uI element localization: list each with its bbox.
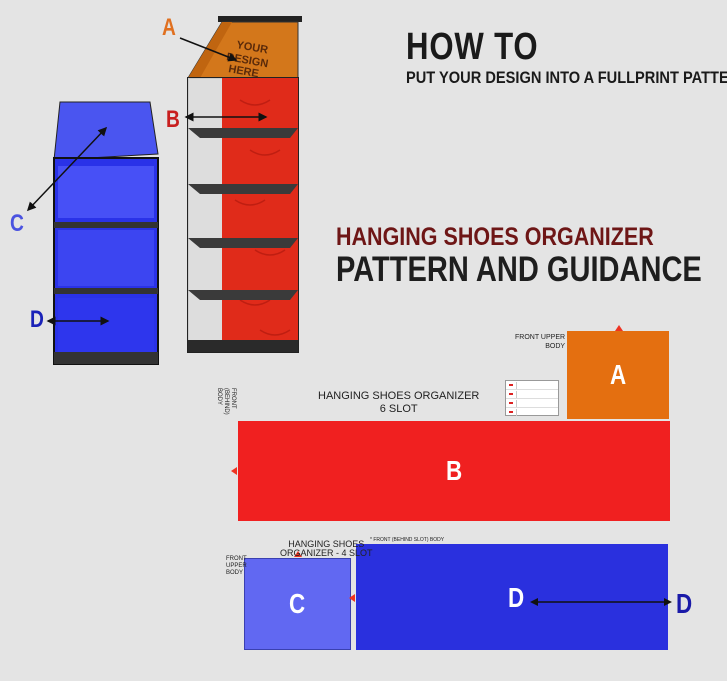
notch-marker: [231, 467, 237, 475]
piece-d-label: D: [508, 582, 525, 613]
notch-marker: [349, 594, 355, 602]
note-line: UPPER: [226, 563, 247, 569]
svg-text:HERE: HERE: [227, 63, 259, 80]
guidance-title: PATTERN AND GUIDANCE: [336, 250, 702, 289]
front-behind-body-note: FRONT (BEHIND) BODY: [215, 388, 236, 424]
pattern-piece-d: D: [356, 544, 668, 650]
how-to-heading: HOW TO: [406, 26, 539, 68]
arrow-d-pattern: [530, 598, 672, 606]
notch-marker: [294, 551, 302, 557]
back-panel-b: [222, 78, 298, 352]
label-b: B: [166, 106, 180, 133]
note-line: FRONT: [226, 556, 247, 562]
label-c: C: [10, 210, 24, 237]
note-line: FRONT UPPER: [515, 334, 566, 341]
product-title: HANGING SHOES ORGANIZER: [336, 223, 654, 251]
legend-row: [506, 408, 558, 416]
pattern-piece-a: A: [567, 331, 669, 419]
piece-c-label: C: [289, 588, 306, 619]
label-a: A: [162, 14, 176, 41]
note-line: BODY: [216, 388, 222, 406]
legend-row: [506, 399, 558, 408]
front-upper-body-note-c: FRONT UPPER BODY: [226, 556, 247, 577]
organizer-4-slot: [53, 101, 159, 365]
organizer-6-slot: YOUR DESIGN HERE: [187, 16, 302, 353]
legend-row: [506, 390, 558, 399]
subtitle: PUT YOUR DESIGN INTO A FULLPRINT PATTERN: [406, 68, 727, 87]
arrow-c: [26, 126, 108, 212]
product-illustration: YOUR DESIGN HERE: [26, 16, 302, 365]
front-upper-body-note-a: FRONT UPPER BODY: [515, 333, 565, 351]
outside-label-d: D: [676, 588, 693, 619]
piece-b-label: B: [445, 455, 463, 486]
print-legend: [505, 380, 559, 416]
legend-row: [506, 381, 558, 390]
caption-line: ORGANIZER - 4 SLOT: [280, 548, 373, 558]
label-d: D: [30, 306, 44, 333]
pattern-piece-c: C: [244, 558, 351, 650]
front-behind-slot-note: * FRONT (BEHIND SLOT) BODY: [370, 537, 445, 543]
caption-line: HANGING SHOES ORGANIZER: [318, 390, 480, 402]
note-line: BODY: [226, 570, 244, 576]
arrow-a: [179, 37, 238, 62]
hanger-bar: [218, 16, 302, 22]
organizer-6-slot-caption: HANGING SHOES ORGANIZER 6 SLOT: [318, 390, 479, 416]
piece-a-label: A: [609, 359, 627, 390]
note-line: (BEHIND): [223, 388, 229, 415]
roof-panel-c: [53, 101, 159, 161]
design-here-text: YOUR: [235, 39, 268, 56]
note-line: FRONT: [230, 388, 236, 409]
caption-line: 6 SLOT: [379, 403, 418, 415]
organizer-4-slot-caption: HANGING SHOES ORGANIZER - 4 SLOT: [280, 540, 373, 558]
pattern-piece-b: B: [238, 421, 670, 521]
notch-marker: [615, 325, 623, 331]
caption-line: HANGING SHOES: [288, 539, 365, 549]
note-line: BODY: [545, 343, 566, 350]
